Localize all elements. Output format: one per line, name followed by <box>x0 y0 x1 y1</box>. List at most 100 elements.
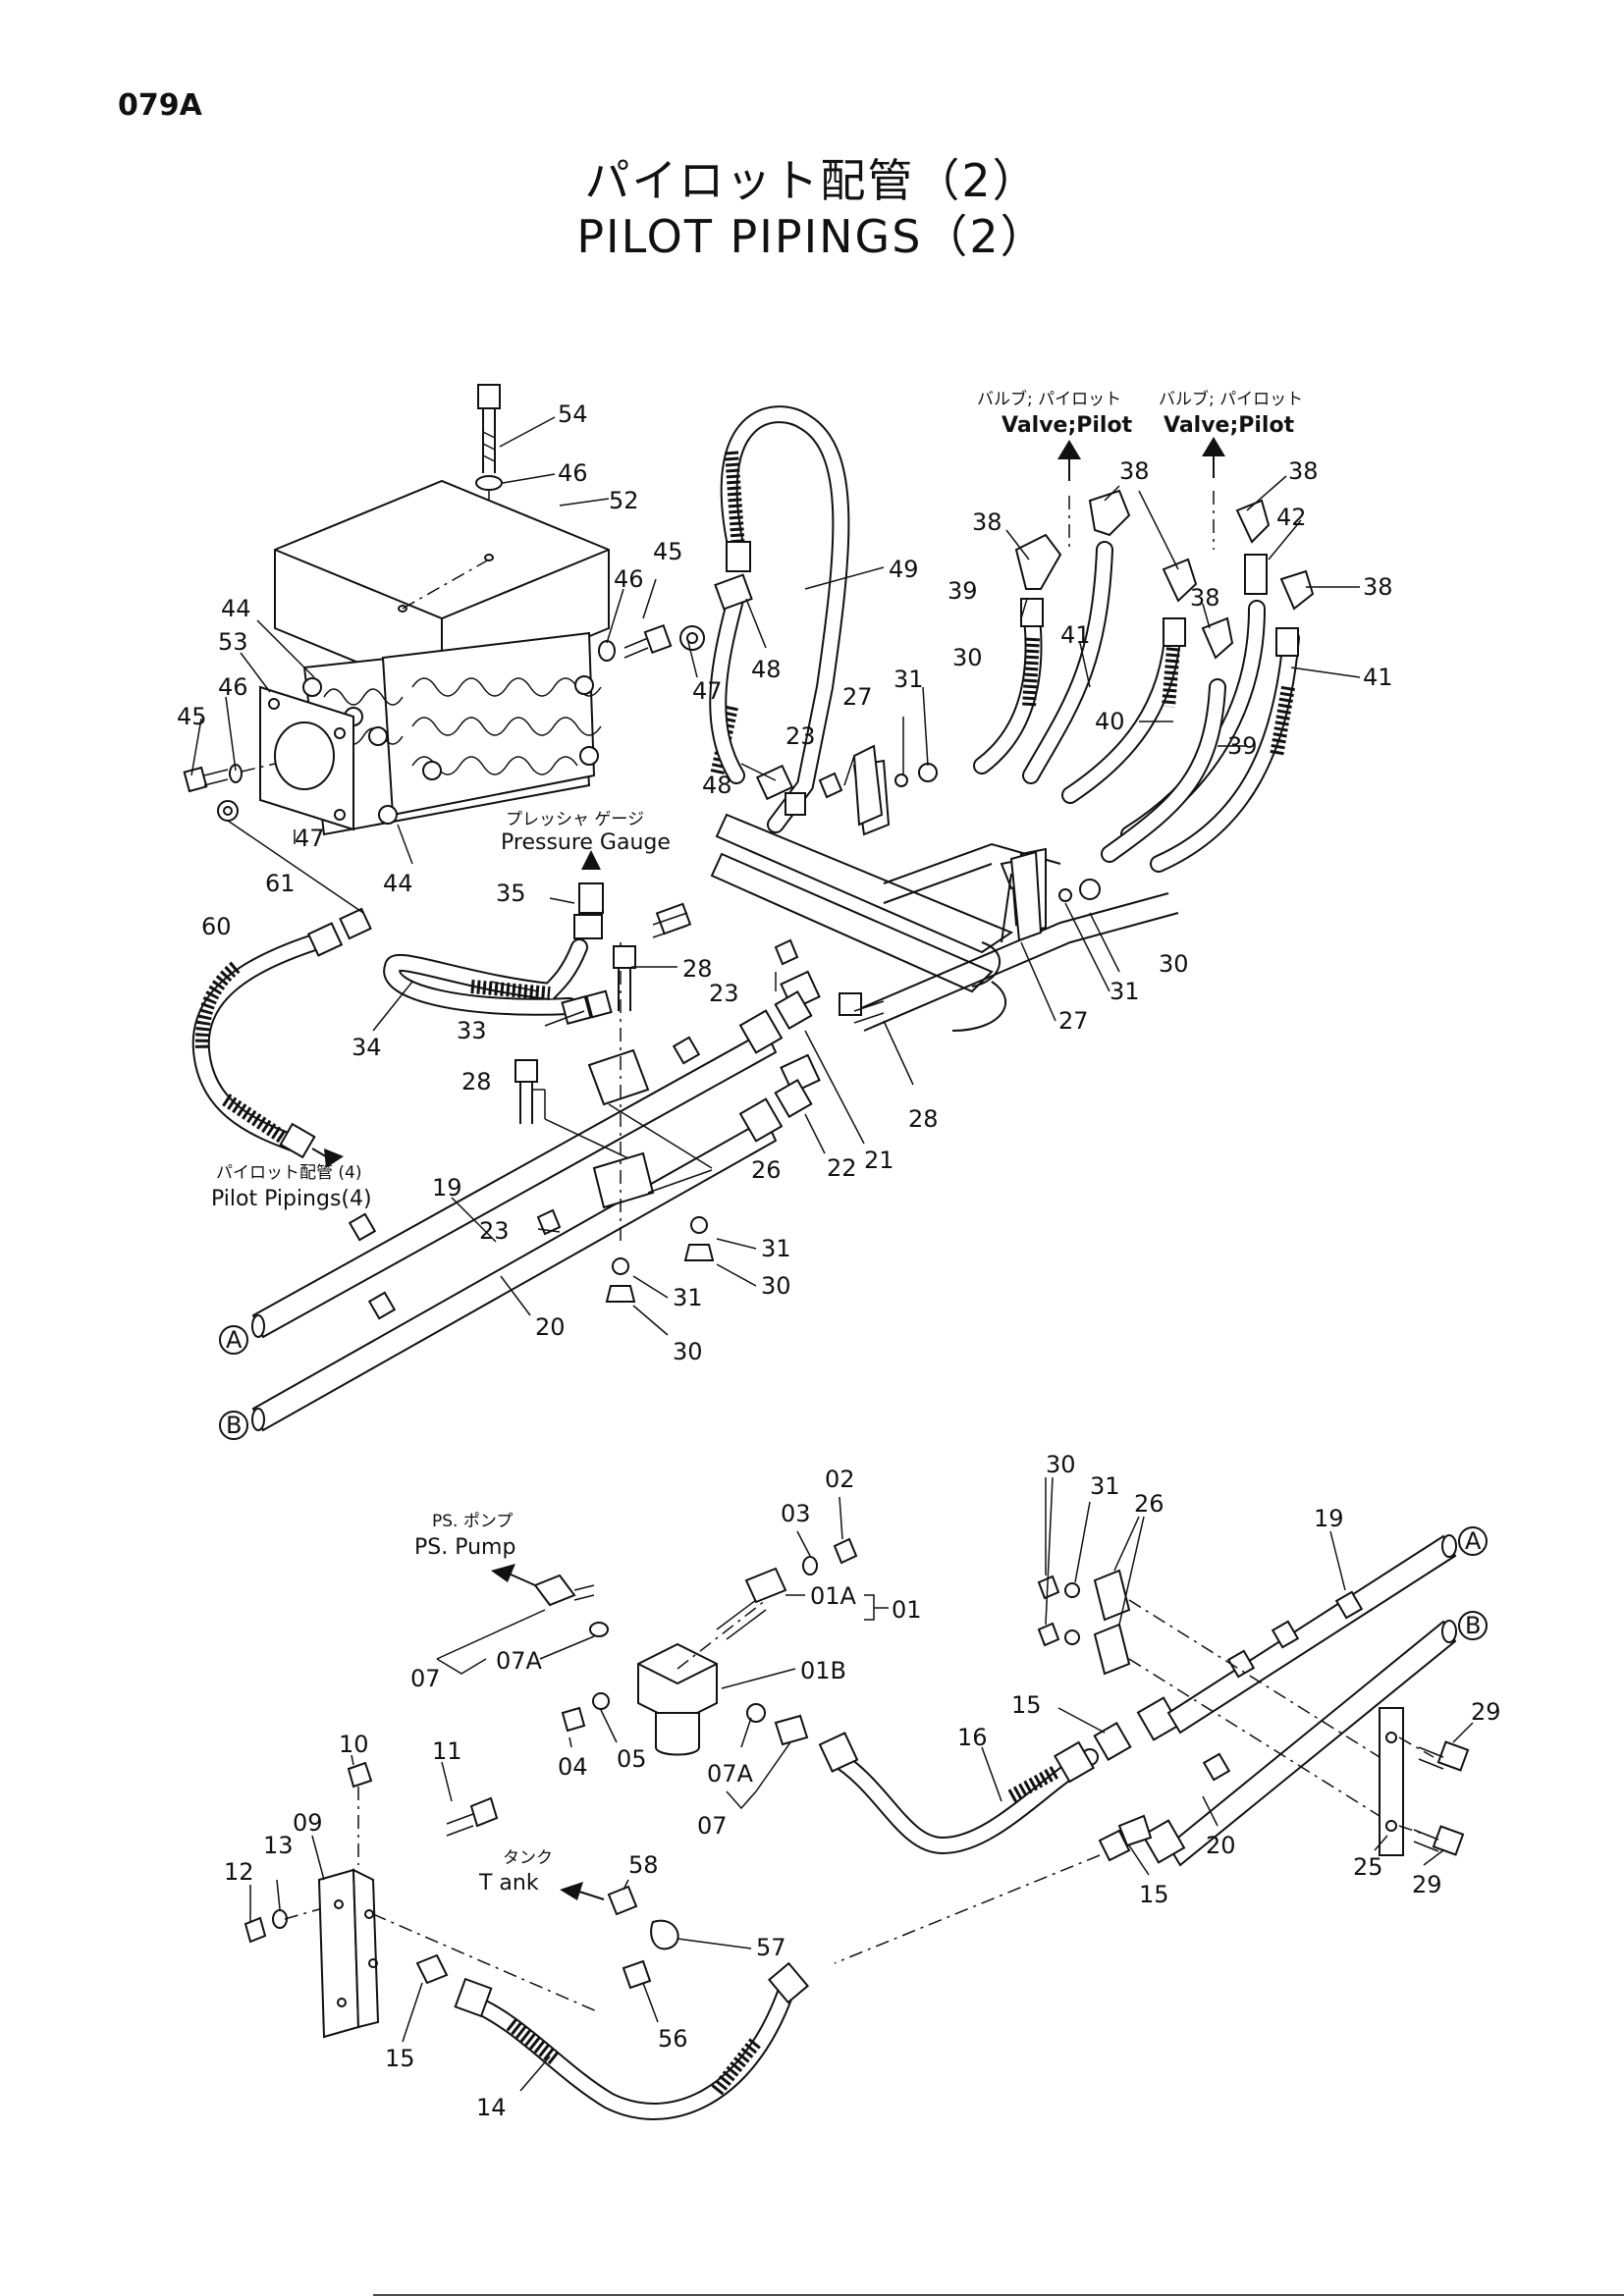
callout-48: 48 <box>751 656 782 683</box>
callout-27: 27 <box>1058 1007 1089 1035</box>
ps-pump-label-en: PS. Pump <box>414 1535 515 1560</box>
ps-pump-label-ja: PS. ポンプ <box>432 1512 513 1531</box>
callout-60: 60 <box>201 913 232 940</box>
callout-30: 30 <box>673 1338 703 1365</box>
upper-leader-lines <box>190 416 1361 1336</box>
manifold-pipes-drawing <box>710 759 1179 1095</box>
callout-31: 31 <box>1090 1472 1120 1500</box>
lower-leader-lines <box>249 1476 1474 2092</box>
callout-27: 27 <box>842 683 873 711</box>
callout-10: 10 <box>339 1731 369 1758</box>
callout-31: 31 <box>673 1284 703 1311</box>
callout-56: 56 <box>658 2025 688 2053</box>
callout-38: 38 <box>1363 573 1393 601</box>
callout-49: 49 <box>889 556 919 583</box>
callout-41: 41 <box>1060 621 1091 649</box>
callout-41: 41 <box>1363 664 1393 691</box>
hose-34-drawing <box>383 938 613 1025</box>
tank-fittings-drawing <box>560 1882 679 1990</box>
callout-28: 28 <box>461 1068 492 1095</box>
callout-28: 28 <box>908 1105 939 1133</box>
callout-07: 07 <box>697 1812 728 1840</box>
callout-46: 46 <box>558 459 588 487</box>
callout-54: 54 <box>558 400 588 428</box>
line-a-marker-lower: A <box>1465 1527 1482 1555</box>
line-circles-lower <box>1458 1526 1488 1640</box>
callout-40: 40 <box>1095 708 1125 735</box>
callout-07a: 07A <box>496 1647 543 1675</box>
fittings-15-lower-drawing <box>834 1814 1153 1964</box>
callout-31: 31 <box>761 1235 791 1262</box>
callout-21: 21 <box>864 1147 894 1174</box>
callout-19: 19 <box>1314 1505 1344 1532</box>
pressure-gauge-label-ja: プレッシャ ゲージ <box>506 810 644 829</box>
callout-19: 19 <box>432 1174 462 1201</box>
callout-45: 45 <box>177 703 207 730</box>
descriptive-labels: バルブ; パイロット Valve;Pilot バルブ; パイロット Valve;… <box>211 389 1303 1896</box>
callout-23: 23 <box>479 1217 510 1245</box>
callout-05: 05 <box>617 1745 647 1773</box>
accumulator-block-drawing <box>302 631 602 836</box>
callout-47: 47 <box>692 677 723 705</box>
callout-09: 09 <box>293 1809 323 1837</box>
valve-pilot-label-en-1: Valve;Pilot <box>1001 413 1133 438</box>
callout-15: 15 <box>1139 1881 1169 1908</box>
callout-15: 15 <box>1011 1691 1042 1719</box>
clips-27-drawing <box>852 744 1101 942</box>
callout-29: 29 <box>1471 1698 1501 1726</box>
valve-pilot-fittings-drawing <box>973 437 1315 873</box>
page-title-english: PILOT PIPINGS（2） <box>576 210 1048 263</box>
valve-pilot-label-ja-2: バルブ; パイロット <box>1159 389 1303 409</box>
plate-53-drawing <box>259 685 354 831</box>
callout-52: 52 <box>609 487 639 514</box>
callout-11: 11 <box>432 1737 462 1765</box>
callout-38: 38 <box>1119 457 1150 485</box>
line-b-marker-lower: B <box>1465 1612 1481 1639</box>
callout-16: 16 <box>957 1724 988 1751</box>
callout-35: 35 <box>496 880 526 907</box>
callout-28: 28 <box>682 955 713 983</box>
callout-30: 30 <box>1159 950 1189 978</box>
callout-04: 04 <box>558 1753 588 1781</box>
callout-57: 57 <box>756 1934 786 1961</box>
callout-22: 22 <box>827 1154 857 1182</box>
callout-31: 31 <box>893 666 924 693</box>
callout-38: 38 <box>972 508 1002 536</box>
callout-26: 26 <box>1134 1490 1164 1518</box>
line-circles-upper <box>219 1325 248 1440</box>
callout-29: 29 <box>1412 1871 1442 1898</box>
callout-01a: 01A <box>810 1582 857 1610</box>
callout-20: 20 <box>535 1313 566 1341</box>
bolt-54-drawing <box>475 384 503 550</box>
callout-14: 14 <box>476 2094 507 2121</box>
pilot-pipings4-label-ja: パイロット配管 (4) <box>216 1163 361 1183</box>
callout-01: 01 <box>892 1596 922 1624</box>
pilot-pipings4-label-en: Pilot Pipings(4) <box>211 1187 372 1211</box>
callout-03: 03 <box>781 1500 811 1527</box>
callout-58: 58 <box>628 1851 659 1879</box>
callout-01b: 01B <box>800 1657 846 1684</box>
callout-25: 25 <box>1353 1853 1383 1881</box>
page-code: 079A <box>118 88 202 123</box>
callout-39: 39 <box>947 577 978 605</box>
callout-31: 31 <box>1110 978 1140 1005</box>
callout-45: 45 <box>653 538 683 565</box>
hose-49-drawing <box>709 405 850 833</box>
bolts-upper-drawing <box>514 772 885 1236</box>
callout-07: 07 <box>410 1665 441 1692</box>
pressure-gauge-label-en: Pressure Gauge <box>501 830 671 855</box>
callout-61: 61 <box>265 870 296 897</box>
callout-46: 46 <box>218 673 248 701</box>
callout-20: 20 <box>1206 1832 1236 1859</box>
filter-01-drawing <box>491 1537 858 1756</box>
hose-14-drawing <box>372 1913 810 2120</box>
callout-53: 53 <box>218 628 248 656</box>
callout-30: 30 <box>952 644 983 671</box>
callout-46: 46 <box>614 565 644 593</box>
callout-47: 47 <box>295 825 325 852</box>
page-title-japanese: パイロット配管（2） <box>584 154 1040 207</box>
clamp-26-lower-drawing <box>1037 1569 1470 1856</box>
callout-07a: 07A <box>707 1760 754 1788</box>
pipes-19-20-lower-drawing <box>1141 1534 1457 1867</box>
